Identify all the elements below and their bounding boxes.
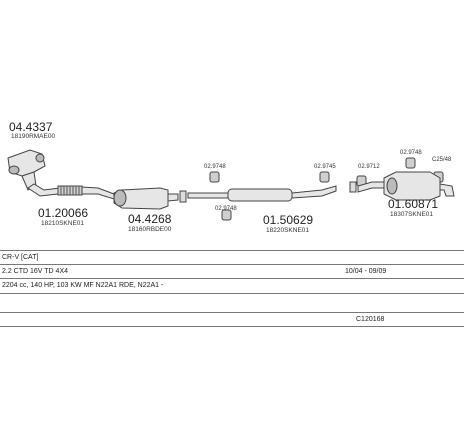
part-ref-1: 18190RMAE00 [11, 133, 56, 140]
part-ref-2: 18210SKNE01 [41, 220, 85, 227]
clamp-code-5: 02.9748 [400, 150, 422, 156]
model-name: CR-V [CAT] [2, 254, 39, 261]
part-code-2: 01.20066 [38, 206, 89, 220]
clamp-code-6: C25/48 [432, 157, 452, 163]
clamp-code-2: 02.9748 [215, 206, 237, 212]
part-code-1: 04.4337 [9, 120, 53, 134]
part-ref-5: 18307SKNE01 [390, 211, 434, 218]
row-divider [0, 264, 464, 265]
engine-type: 2.2 CTD 16V TD 4X4 [2, 268, 69, 275]
rear-silencer-part[interactable] [357, 171, 455, 201]
center-silencer-part[interactable] [187, 185, 337, 202]
catalytic-converter-part[interactable] [113, 187, 179, 210]
part-code-3: 04.4268 [128, 212, 172, 226]
production-dates: 10/04 - 09/09 [345, 268, 387, 275]
clamp-code-3: 02.9745 [314, 164, 336, 170]
clamp-code-4: 02.9712 [358, 164, 380, 170]
row-divider [0, 326, 464, 327]
clamp-code-1: 02.9748 [204, 164, 226, 170]
part-ref-3: 18160RBDE00 [128, 226, 172, 233]
row-divider [0, 312, 464, 313]
clamp-part-2[interactable] [349, 181, 357, 193]
exhaust-manifold-part[interactable] [7, 149, 46, 191]
part-code-4: 01.50629 [263, 213, 314, 227]
hanger-part-1[interactable] [209, 157, 444, 221]
row-divider [0, 250, 464, 251]
exhaust-diagram [7, 149, 455, 221]
row-divider [0, 293, 464, 294]
part-ref-4: 18220SKNE01 [266, 227, 310, 234]
engine-spec: 2204 cc, 140 HP, 103 KW MF N22A1 RDE, N2… [2, 282, 164, 289]
catalog-number: C120168 [356, 316, 385, 323]
part-code-5: 01.60871 [388, 197, 439, 211]
clamp-part-1[interactable] [179, 190, 187, 203]
front-pipe-part[interactable] [27, 183, 115, 200]
row-divider [0, 278, 464, 279]
